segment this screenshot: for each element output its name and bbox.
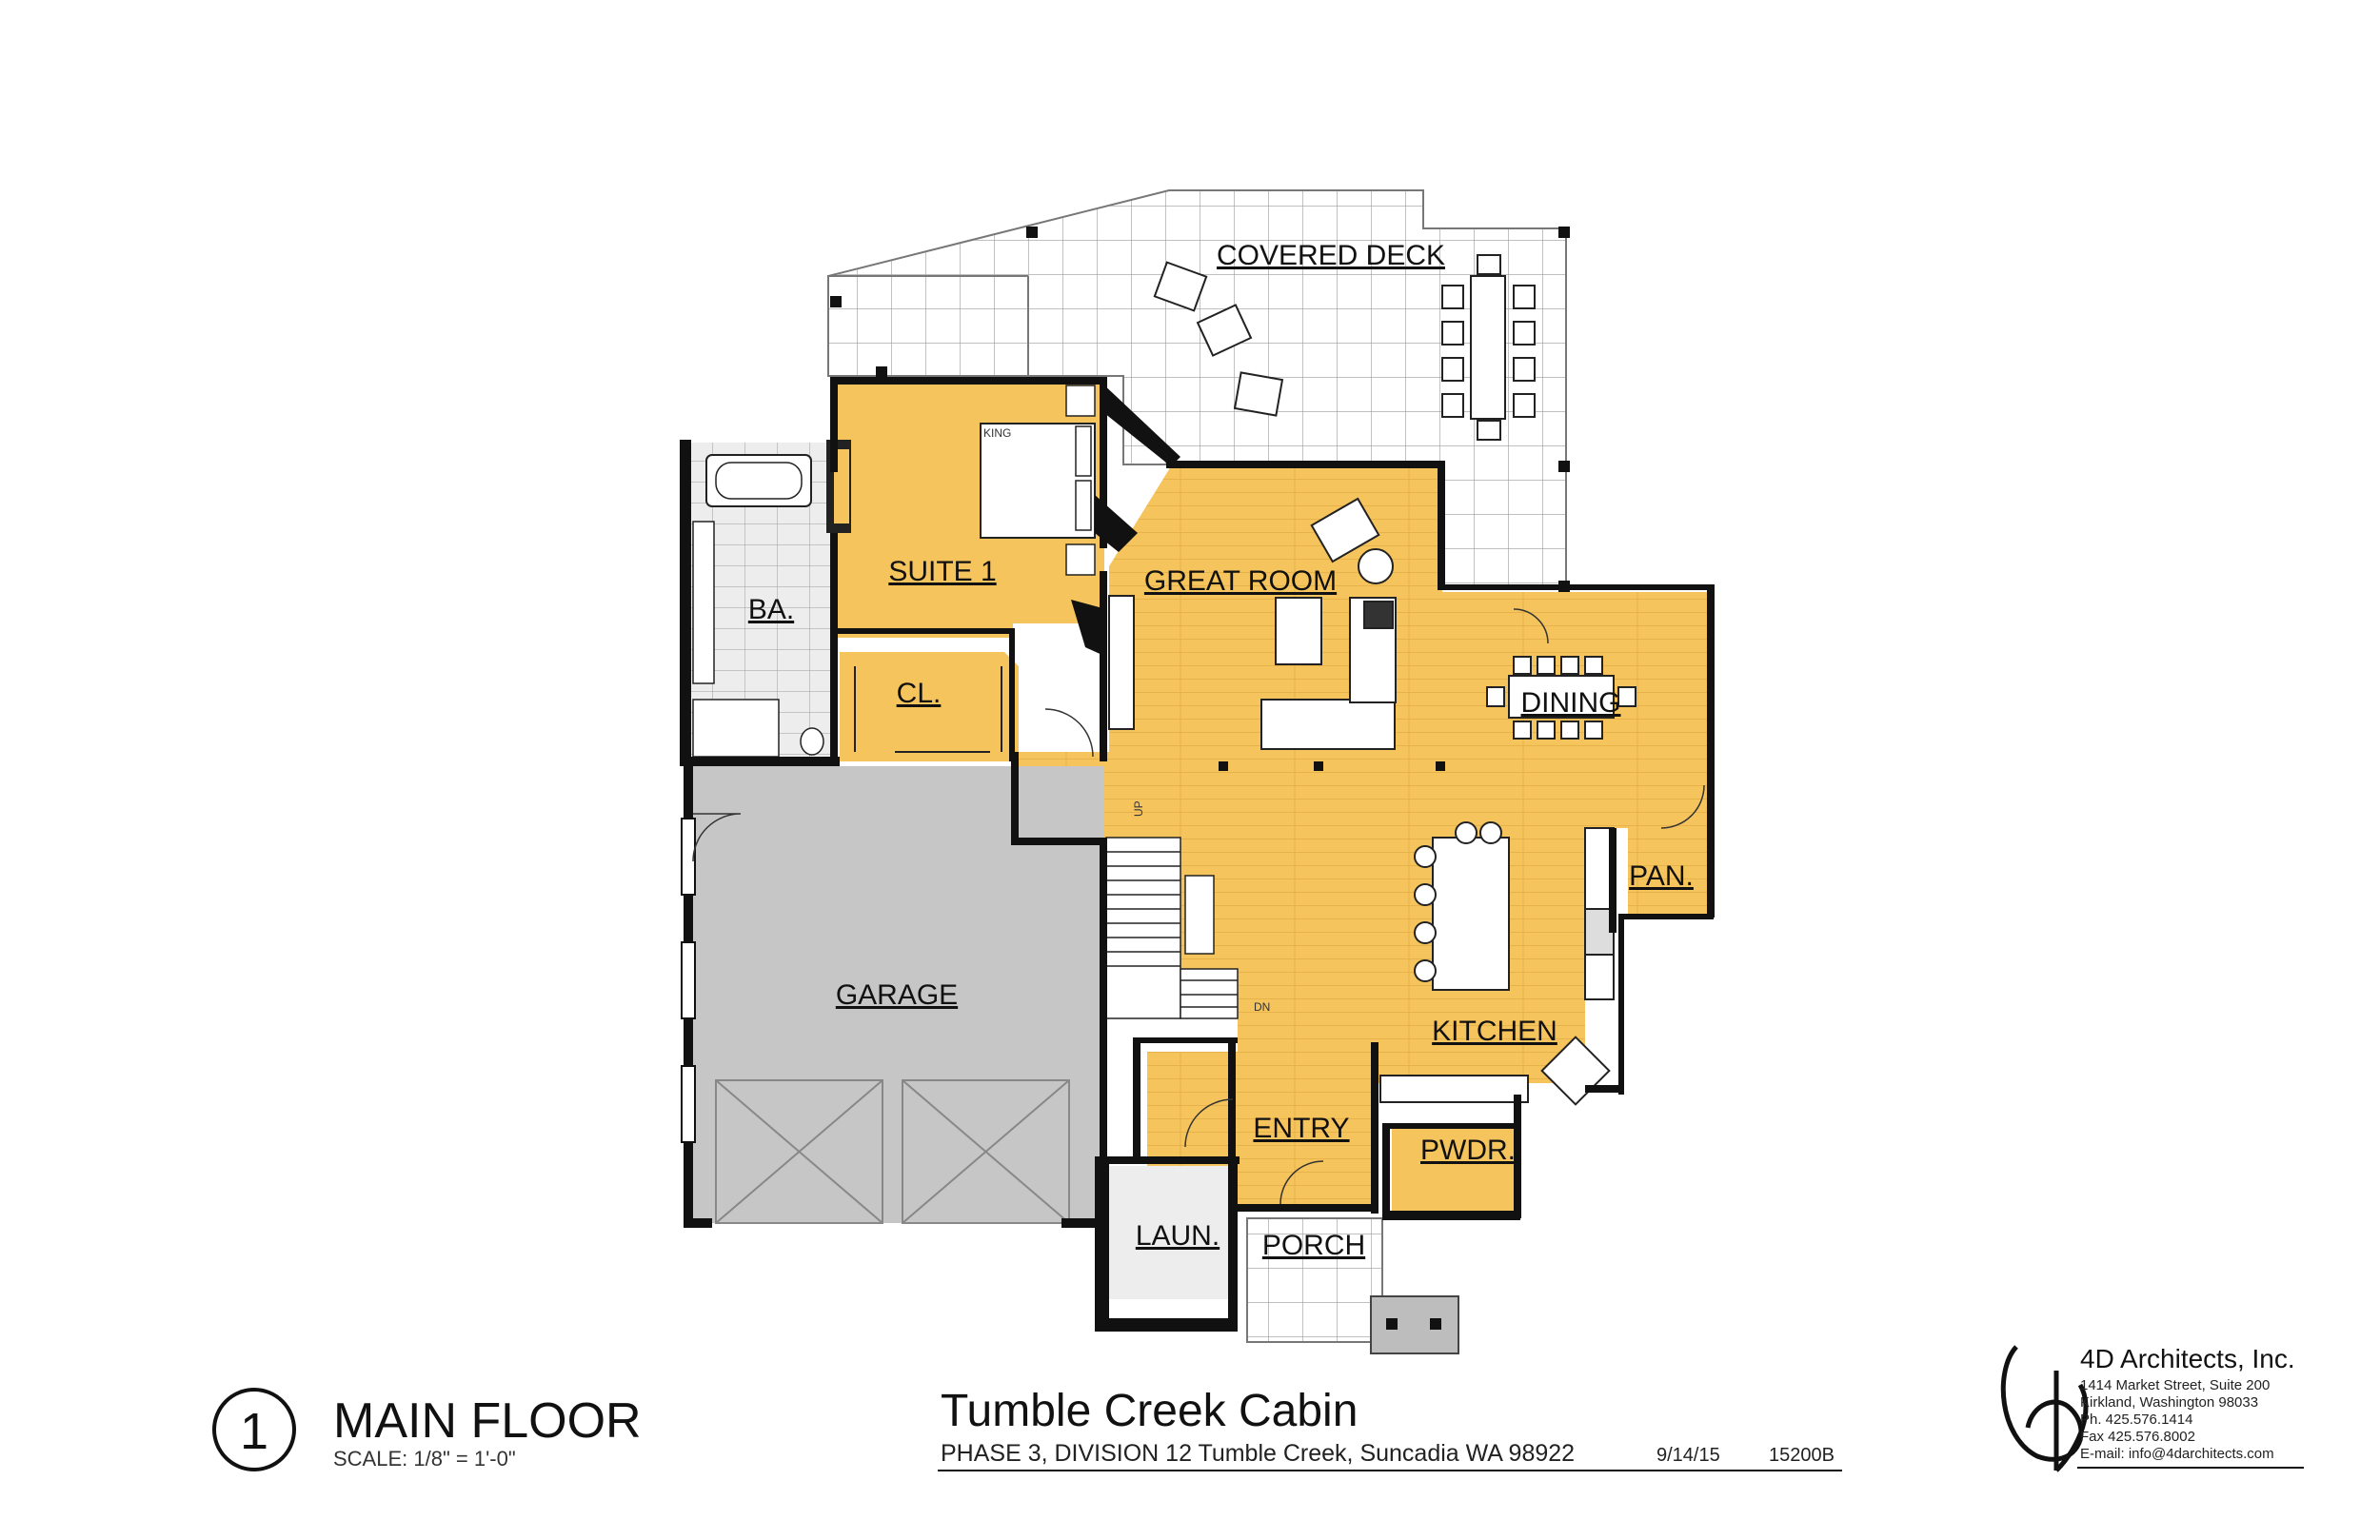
suite-1-floor — [826, 381, 1104, 638]
firm-address-2: Kirkland, Washington 98033 — [2080, 1394, 2258, 1411]
project-date: 9/14/15 — [1656, 1445, 1720, 1466]
label-great-room: GREAT ROOM — [1144, 565, 1337, 597]
label-covered-deck: COVERED DECK — [1217, 240, 1445, 271]
great-room-furniture — [1108, 497, 1397, 750]
label-kitchen: KITCHEN — [1432, 1016, 1557, 1047]
label-powder: PWDR. — [1420, 1135, 1516, 1166]
king-bed — [980, 385, 1096, 576]
stairs — [1105, 837, 1239, 1019]
garage-windows — [681, 818, 696, 1143]
project-name: Tumble Creek Cabin — [941, 1386, 1358, 1436]
plan-annotations: KING UP DN — [983, 426, 1270, 1014]
door-swings — [692, 608, 1705, 1205]
porch — [1246, 1217, 1459, 1354]
label-closet: CL. — [897, 678, 942, 709]
closet-floor — [840, 652, 1019, 761]
sheet-scale: SCALE: 1/8" = 1'-0" — [333, 1447, 516, 1471]
title-block: 1 MAIN FLOOR SCALE: 1/8" = 1'-0" Tumble … — [212, 1344, 2304, 1472]
label-entry: ENTRY — [1253, 1113, 1349, 1144]
deck-lounge-chair — [1153, 261, 1284, 417]
master-bath — [687, 443, 832, 758]
sheet-title: MAIN FLOOR — [333, 1393, 642, 1449]
label-garage: GARAGE — [836, 979, 958, 1011]
firm-logo — [2000, 1345, 2089, 1472]
sheet-number-circle — [212, 1388, 296, 1471]
stair-up-note: UP — [1132, 800, 1145, 817]
bed-size-note: KING — [983, 426, 1011, 440]
firm-address-1: 1414 Market Street, Suite 200 — [2080, 1377, 2270, 1393]
sheet-number: 1 — [240, 1403, 268, 1460]
firm-name: 4D Architects, Inc. — [2080, 1344, 2295, 1373]
project-address: PHASE 3, DIVISION 12 Tumble Creek, Sunca… — [941, 1440, 1575, 1467]
deck-dining-table — [1441, 254, 1536, 441]
dining-table — [1486, 656, 1636, 740]
label-laundry: LAUN. — [1136, 1220, 1220, 1252]
stair-down-note: DN — [1254, 1000, 1270, 1014]
label-dining: DINING — [1521, 687, 1621, 719]
label-suite-1: SUITE 1 — [888, 556, 996, 587]
label-porch: PORCH — [1262, 1230, 1365, 1261]
firm-phone: Ph. 425.576.1414 — [2080, 1412, 2192, 1428]
label-bath: BA. — [748, 594, 794, 625]
firm-email: E-mail: info@4darchitects.com — [2080, 1446, 2274, 1462]
job-number: 15200B — [1769, 1445, 1835, 1466]
label-pantry: PAN. — [1629, 860, 1694, 892]
covered-deck — [827, 189, 1570, 592]
firm-fax: Fax 425.576.8002 — [2080, 1429, 2195, 1445]
room-labels: COVERED DECK SUITE 1 BA. CL. GREAT ROOM … — [748, 240, 1694, 1261]
